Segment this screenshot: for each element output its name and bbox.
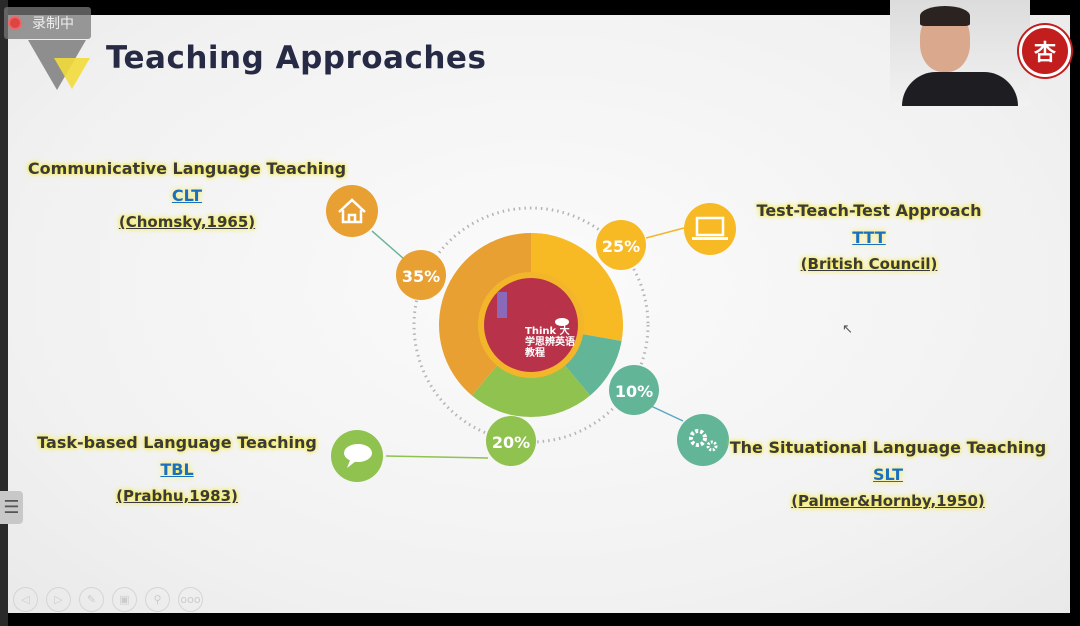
svg-text:25%: 25% — [602, 237, 640, 256]
university-logo: 杏 — [1019, 25, 1071, 77]
slides-button[interactable]: ▣ — [112, 587, 137, 612]
approach-ref: (Chomsky,1965) — [118, 213, 256, 231]
book-cover-label-strip — [497, 292, 507, 318]
slideshow-controls: ◁ ▷ ✎ ▣ ⚲ ooo — [13, 587, 203, 612]
approach-abbr: CLT — [171, 186, 203, 205]
house-icon — [326, 185, 378, 237]
more-button[interactable]: ooo — [178, 587, 203, 612]
book-cover-image — [484, 278, 578, 372]
pen-button[interactable]: ✎ — [79, 587, 104, 612]
approach-clt: Communicative Language Teaching CLT (Cho… — [27, 155, 347, 236]
presenter-webcam — [890, 0, 1030, 106]
percent-bubble-clt: 35% — [396, 250, 446, 300]
next-button[interactable]: ▷ — [46, 587, 71, 612]
percent-bubble-ttt: 25% — [596, 220, 646, 270]
approach-name: Communicative Language Teaching — [27, 159, 347, 178]
book-cover-title: Think 大学思辨英语教程 — [525, 326, 575, 359]
title-decoration-yellow-triangle — [54, 58, 90, 89]
approach-name: The Situational Language Teaching — [729, 438, 1047, 457]
gear-icon — [677, 414, 729, 466]
chat-bubble-icon — [331, 430, 383, 482]
percent-bubble-slt: 10% — [609, 365, 659, 415]
connector-clt — [371, 230, 405, 260]
record-icon — [8, 16, 22, 30]
connector-ttt — [645, 227, 685, 239]
connector-tbl — [385, 455, 489, 459]
approach-ref: (British Council) — [800, 255, 938, 273]
left-panel-edge — [0, 0, 8, 626]
approach-ref: (Palmer&Hornby,1950) — [791, 492, 985, 510]
dotted-ring — [412, 206, 650, 444]
connector-slt — [650, 405, 684, 422]
approach-tbl: Task-based Language Teaching TBL (Prabhu… — [27, 429, 327, 510]
svg-text:20%: 20% — [492, 433, 530, 452]
svg-text:10%: 10% — [615, 382, 653, 401]
book-publisher-logo — [555, 318, 569, 326]
slide-title: Teaching Approaches — [106, 40, 487, 76]
recording-indicator[interactable]: 录制中 — [4, 7, 91, 39]
previous-button[interactable]: ◁ — [13, 587, 38, 612]
approach-abbr: TTT — [852, 228, 886, 247]
logo-text: 杏 — [1033, 41, 1056, 66]
zoom-button[interactable]: ⚲ — [145, 587, 170, 612]
mouse-cursor-icon: ↖ — [842, 322, 853, 337]
approach-name: Task-based Language Teaching — [37, 433, 317, 452]
approach-abbr: TBL — [160, 460, 194, 479]
approach-slt: The Situational Language Teaching SLT (P… — [728, 434, 1048, 515]
menu-button[interactable]: ☰ — [0, 491, 23, 524]
approach-name: Test-Teach-Test Approach — [756, 201, 982, 220]
recording-label: 录制中 — [32, 16, 74, 32]
laptop-icon — [684, 203, 736, 255]
approach-abbr: SLT — [873, 465, 903, 484]
percent-bubble-tbl: 20% — [486, 416, 536, 466]
approach-ttt: Test-Teach-Test Approach TTT (British Co… — [739, 197, 999, 278]
svg-text:35%: 35% — [402, 267, 440, 286]
approach-ref: (Prabhu,1983) — [116, 487, 238, 505]
